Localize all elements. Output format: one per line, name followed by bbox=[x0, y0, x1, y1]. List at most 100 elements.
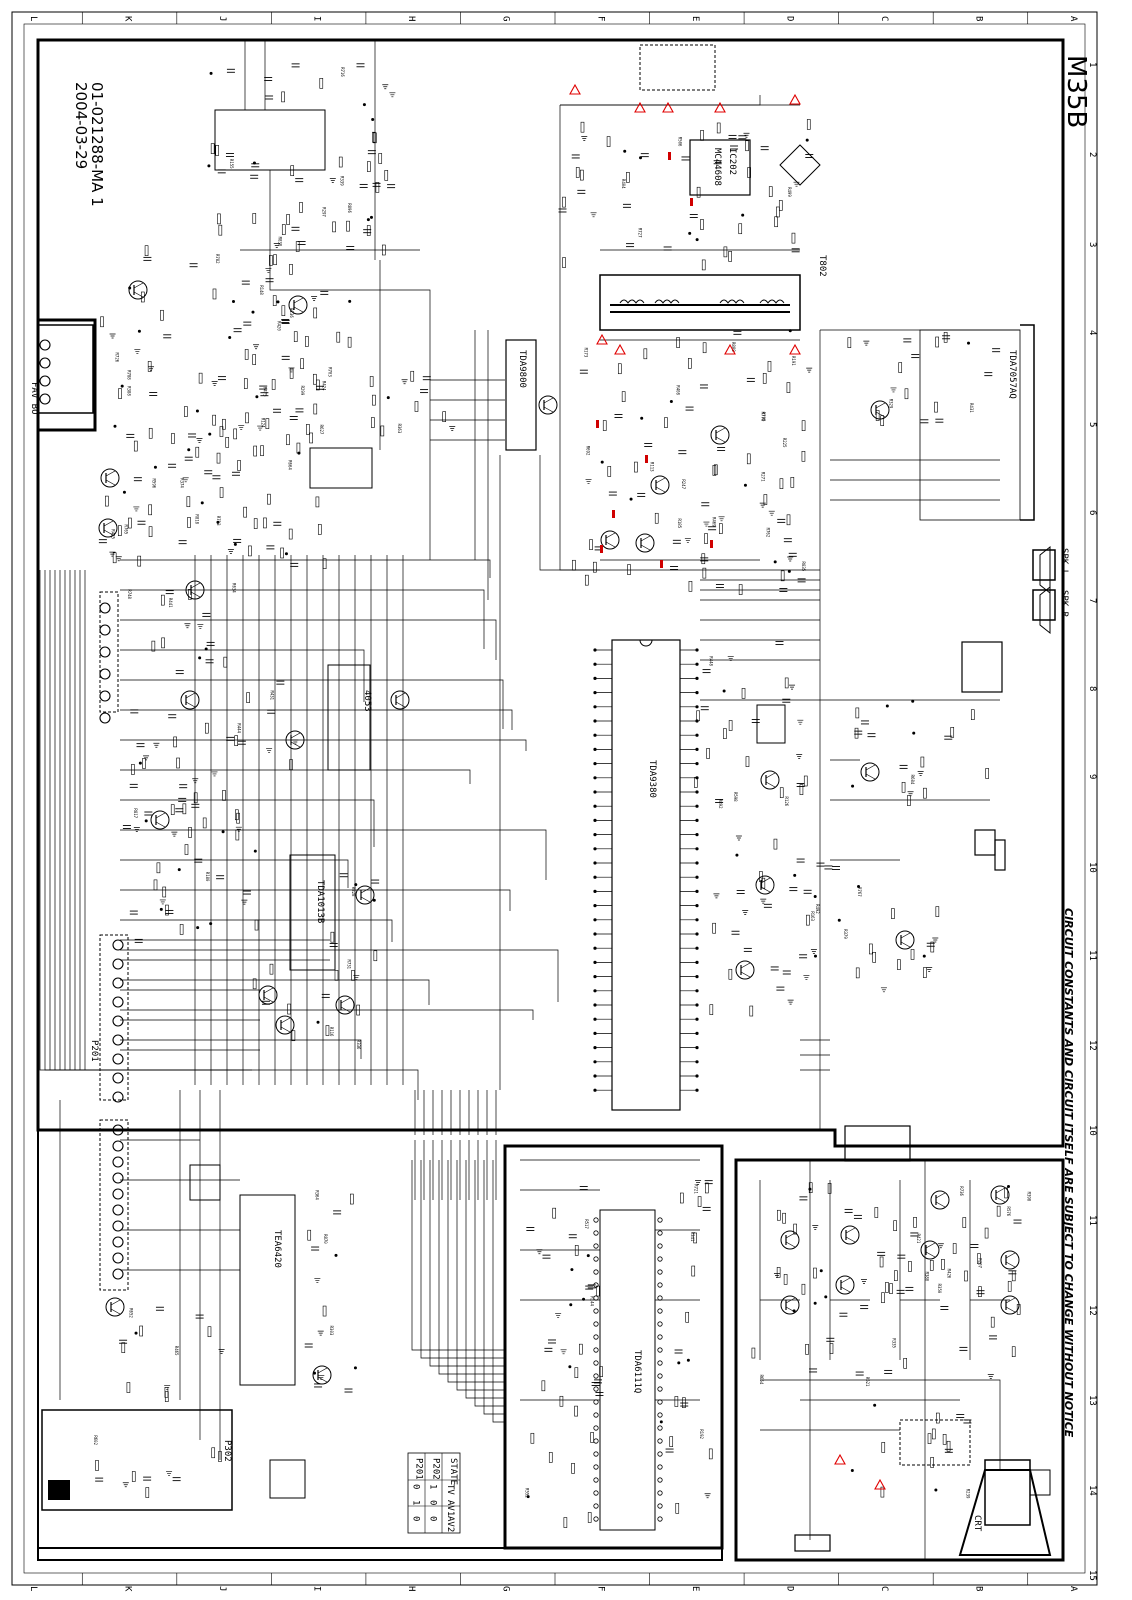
inner-frame bbox=[23, 23, 1086, 1574]
grid-letter-bottom: E bbox=[690, 1586, 700, 1591]
sound-amp-ic bbox=[919, 329, 1021, 521]
grid-letter-top: B bbox=[973, 16, 983, 21]
wiring bbox=[39, 40, 1020, 1561]
yoke-connector bbox=[309, 447, 373, 489]
cpu-label: TDA9380 bbox=[647, 760, 657, 798]
ir-receiver bbox=[974, 829, 996, 856]
grid-number: 7 bbox=[1087, 598, 1097, 603]
mains-filter-dashed bbox=[639, 44, 716, 91]
audio-switch-ic bbox=[289, 854, 336, 971]
svg-text:R896: R896 bbox=[347, 203, 352, 213]
svg-text:R721: R721 bbox=[694, 1184, 699, 1194]
svg-text:R652: R652 bbox=[128, 1308, 133, 1318]
safety-warning-icon bbox=[714, 101, 726, 113]
svg-text:R271: R271 bbox=[760, 472, 765, 482]
flyback-label: T802 bbox=[817, 255, 827, 277]
grid-letter-bottom: K bbox=[123, 1586, 133, 1592]
components: R374R136R148R388R703R124R788R713R424R664… bbox=[39, 63, 1051, 1528]
av-switch-board-outline bbox=[503, 1144, 724, 1550]
svg-text:R424: R424 bbox=[321, 381, 326, 391]
eeprom-ic bbox=[756, 704, 786, 744]
crt-socket-dashed bbox=[899, 1419, 971, 1466]
grid-letter-bottom: G bbox=[501, 1586, 511, 1591]
svg-text:R247: R247 bbox=[681, 479, 686, 489]
crt-neck bbox=[958, 1469, 1052, 1556]
crt-label: CRT bbox=[972, 1515, 982, 1532]
svg-text:R425: R425 bbox=[110, 529, 115, 539]
svg-text:R163: R163 bbox=[810, 911, 815, 921]
state-table-cell: AV1 bbox=[445, 1500, 455, 1516]
svg-text:R521: R521 bbox=[865, 1377, 870, 1387]
change-notice: CIRCUIT CONSTANTS AND CIRCUIT ITSELF ARE… bbox=[1062, 908, 1075, 1438]
svg-text:R465: R465 bbox=[174, 1346, 179, 1356]
fav-region bbox=[36, 40, 97, 432]
svg-text:R448: R448 bbox=[709, 656, 714, 666]
svg-text:R870: R870 bbox=[323, 1234, 328, 1244]
svg-text:R426: R426 bbox=[947, 1269, 952, 1279]
grid-number: 6 bbox=[1087, 510, 1097, 515]
svg-text:R444: R444 bbox=[236, 723, 241, 733]
av-switch-label: TEA6420 bbox=[272, 1230, 282, 1268]
grid-letter-bottom: I bbox=[312, 1586, 322, 1591]
grid-letter-top: K bbox=[123, 16, 133, 22]
svg-text:R185: R185 bbox=[677, 518, 682, 528]
grid-letter-top: C bbox=[879, 16, 889, 21]
svg-text:R492: R492 bbox=[815, 904, 820, 914]
svg-text:R379: R379 bbox=[843, 929, 848, 939]
svg-text:R684: R684 bbox=[910, 775, 915, 785]
grid-number: 9 bbox=[1087, 774, 1097, 779]
svg-text:R506: R506 bbox=[677, 137, 682, 147]
svg-text:R838: R838 bbox=[277, 237, 282, 247]
state-table-cell: 0 bbox=[428, 1500, 438, 1505]
fav-connector bbox=[37, 324, 94, 414]
grid-number: 2 bbox=[1087, 152, 1097, 157]
svg-text:R748: R748 bbox=[127, 589, 132, 599]
svg-text:R299: R299 bbox=[300, 386, 305, 396]
svg-text:R692: R692 bbox=[585, 446, 590, 456]
svg-text:R408: R408 bbox=[676, 385, 681, 395]
svg-text:R239: R239 bbox=[966, 1489, 971, 1499]
svg-text:R341: R341 bbox=[690, 1232, 695, 1242]
svg-text:R180: R180 bbox=[205, 872, 210, 882]
spk-r-label: SPK R bbox=[1059, 590, 1069, 618]
svg-text:R148: R148 bbox=[259, 285, 264, 295]
svg-text:R191: R191 bbox=[791, 356, 796, 366]
svg-text:R499: R499 bbox=[787, 187, 792, 197]
safety-warning-icon bbox=[789, 93, 801, 105]
grid-number: 1 bbox=[1087, 62, 1097, 67]
power-ic-label: MC44608 bbox=[712, 148, 722, 186]
svg-text:R116: R116 bbox=[329, 1027, 334, 1037]
svg-text:R225: R225 bbox=[782, 438, 787, 448]
svg-text:R126: R126 bbox=[784, 797, 789, 807]
state-table-header: STATE bbox=[448, 1458, 458, 1485]
svg-text:R329: R329 bbox=[889, 399, 894, 409]
speaker-r bbox=[1032, 589, 1056, 621]
svg-text:R364: R364 bbox=[314, 1190, 319, 1200]
svg-text:R762: R762 bbox=[766, 528, 771, 538]
bridge-rectifier bbox=[779, 144, 821, 186]
grid-number: 12 bbox=[1087, 1305, 1097, 1316]
svg-text:R398: R398 bbox=[1026, 1192, 1031, 1202]
grid-number: 10 bbox=[1087, 862, 1097, 873]
grid-number: 15 bbox=[1087, 1570, 1097, 1581]
flyback-transformer bbox=[599, 274, 801, 331]
svg-text:R716: R716 bbox=[340, 67, 345, 77]
safety-marks bbox=[569, 83, 886, 1490]
crt-board-connector bbox=[844, 1125, 911, 1162]
svg-text:R441: R441 bbox=[168, 598, 173, 608]
svg-text:R888: R888 bbox=[731, 342, 736, 352]
svg-text:R627: R627 bbox=[319, 425, 324, 435]
svg-text:R664: R664 bbox=[288, 460, 293, 470]
svg-text:R778: R778 bbox=[761, 412, 766, 422]
svg-text:R297: R297 bbox=[321, 207, 326, 217]
svg-text:R363: R363 bbox=[397, 424, 402, 434]
tuner-module bbox=[505, 339, 537, 451]
sensor-connector bbox=[994, 839, 1006, 871]
safety-warning-icon bbox=[614, 343, 626, 355]
grid-number: 11 bbox=[1087, 950, 1097, 961]
svg-text:R765: R765 bbox=[123, 525, 128, 535]
